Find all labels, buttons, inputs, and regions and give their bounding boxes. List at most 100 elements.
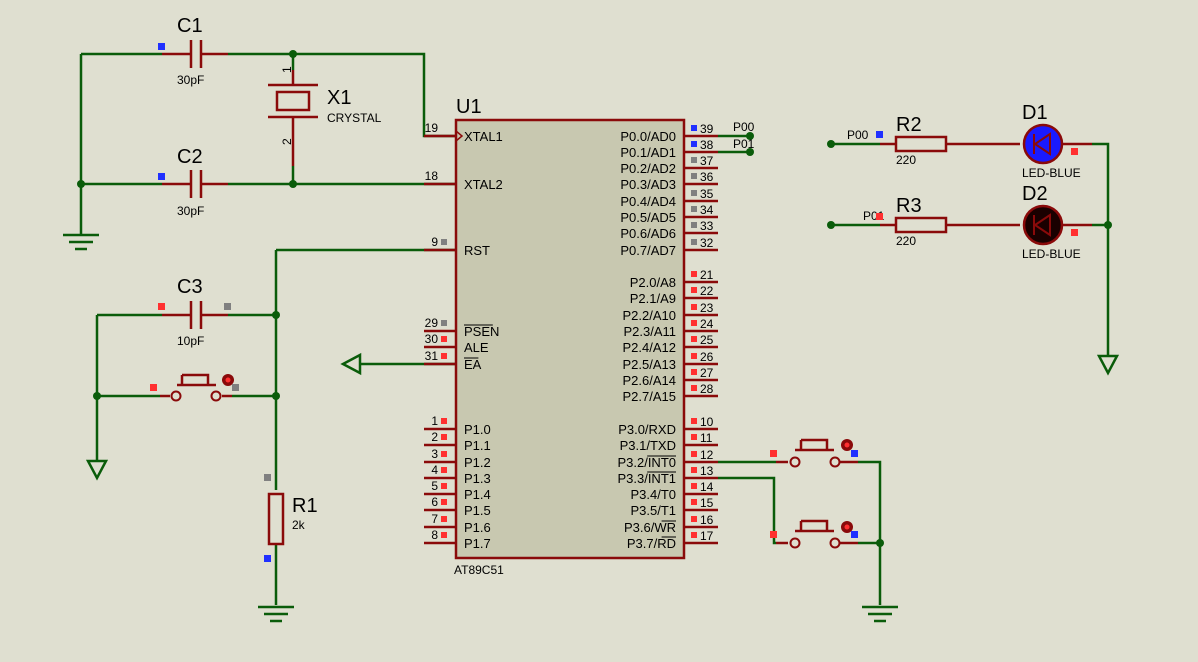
u1-pin-p15[interactable]: 6P1.5 [424, 495, 491, 518]
u1-pin-p12[interactable]: 3P1.2 [424, 447, 491, 470]
u1-pin-number: 14 [700, 480, 714, 494]
u1-pin-name: PSEN [464, 324, 499, 339]
u1-pin-p16[interactable]: 7P1.6 [424, 512, 491, 535]
u1-pin-name: P0.7/AD7 [620, 243, 676, 258]
u1-pin-name: P1.3 [464, 471, 491, 486]
u1-pin-name: P2.3/A11 [623, 324, 676, 339]
chip-u1[interactable]: U1 AT89C51 19XTAL118XTAL29RST29PSEN30ALE… [424, 96, 718, 577]
d2-value: LED-BLUE [1022, 247, 1081, 261]
u1-pin-number: 22 [700, 284, 714, 298]
u1-pin-number: 37 [700, 154, 714, 168]
u1-pin-name: P2.2/A10 [623, 308, 677, 323]
pushbutton-reset[interactable] [150, 373, 239, 402]
u1-pin-number: 29 [425, 316, 439, 330]
ground-symbol [258, 605, 294, 623]
c2-value: 30pF [177, 204, 204, 218]
u1-pin-name: P3.1/TXD [620, 438, 676, 453]
u1-pin-name: P1.5 [464, 503, 491, 518]
u1-pin-number: 31 [425, 349, 439, 363]
u1-pin-number: 27 [700, 366, 714, 380]
u1-pin-name: XTAL2 [464, 177, 503, 192]
resistor-r3[interactable]: R3 220 [880, 195, 1020, 248]
u1-pin-name: P3.7/RD [627, 536, 676, 551]
net-label-p00: P00 [733, 120, 755, 134]
u1-pin-name: P0.4/AD4 [620, 194, 676, 209]
u1-pin-p10[interactable]: 1P1.0 [424, 414, 491, 437]
x1-pin2: 2 [280, 138, 294, 145]
net-labels: P00 P01 P00 P01 [733, 120, 885, 223]
u1-pin-name: P3.4/T0 [630, 487, 676, 502]
u1-pin-number: 16 [700, 513, 714, 527]
capacitor-c1[interactable]: C1 30pF [158, 15, 228, 87]
resistor-r2[interactable]: R2 220 [880, 114, 1020, 167]
ea-terminal-arrow [340, 352, 362, 376]
u1-pin-p13[interactable]: 4P1.3 [424, 463, 491, 486]
led-d1[interactable]: D1 LED-BLUE [1022, 102, 1092, 180]
resistor-r1[interactable]: R1 2k [264, 474, 318, 562]
u1-pin-number: 36 [700, 170, 714, 184]
crystal-x1[interactable]: 1 2 X1 CRYSTAL [268, 66, 382, 166]
capacitor-c2[interactable]: C2 30pF [158, 146, 228, 218]
pushbutton-int1[interactable] [770, 519, 858, 549]
u1-pin-number: 33 [700, 219, 714, 233]
r3-ref: R3 [896, 195, 922, 217]
capacitor-c3[interactable]: C3 10pF [158, 276, 231, 348]
u1-pin-number: 26 [700, 350, 714, 364]
led-d2[interactable]: D2 LED-BLUE [1022, 183, 1092, 261]
u1-pin-name: P2.1/A9 [630, 291, 676, 306]
c1-value: 30pF [177, 73, 204, 87]
u1-pin-number: 17 [700, 529, 714, 543]
u1-pin-name: P1.7 [464, 536, 491, 551]
u1-pin-number: 5 [431, 479, 438, 493]
u1-pin-number: 23 [700, 301, 714, 315]
pushbutton-int0[interactable] [770, 438, 858, 468]
u1-pin-p14[interactable]: 5P1.4 [424, 479, 491, 502]
u1-pin-name: P2.4/A12 [623, 340, 677, 355]
u1-pin-number: 13 [700, 464, 714, 478]
u1-pin-number: 30 [425, 332, 439, 346]
x1-value: CRYSTAL [327, 111, 382, 125]
u1-pin-name: P0.5/AD5 [620, 210, 676, 225]
u1-pin-p11[interactable]: 2P1.1 [424, 430, 491, 453]
d1-ref: D1 [1022, 102, 1048, 124]
u1-pin-p17[interactable]: 8P1.7 [424, 528, 491, 551]
u1-pin-name: P2.7/A15 [623, 389, 677, 404]
u1-part: AT89C51 [454, 563, 504, 577]
u1-pin-name: ALE [464, 340, 489, 355]
u1-pin-number: 9 [431, 235, 438, 249]
u1-pin-number: 11 [700, 431, 713, 445]
u1-pin-number: 28 [700, 382, 714, 396]
u1-pin-number: 32 [700, 236, 714, 250]
